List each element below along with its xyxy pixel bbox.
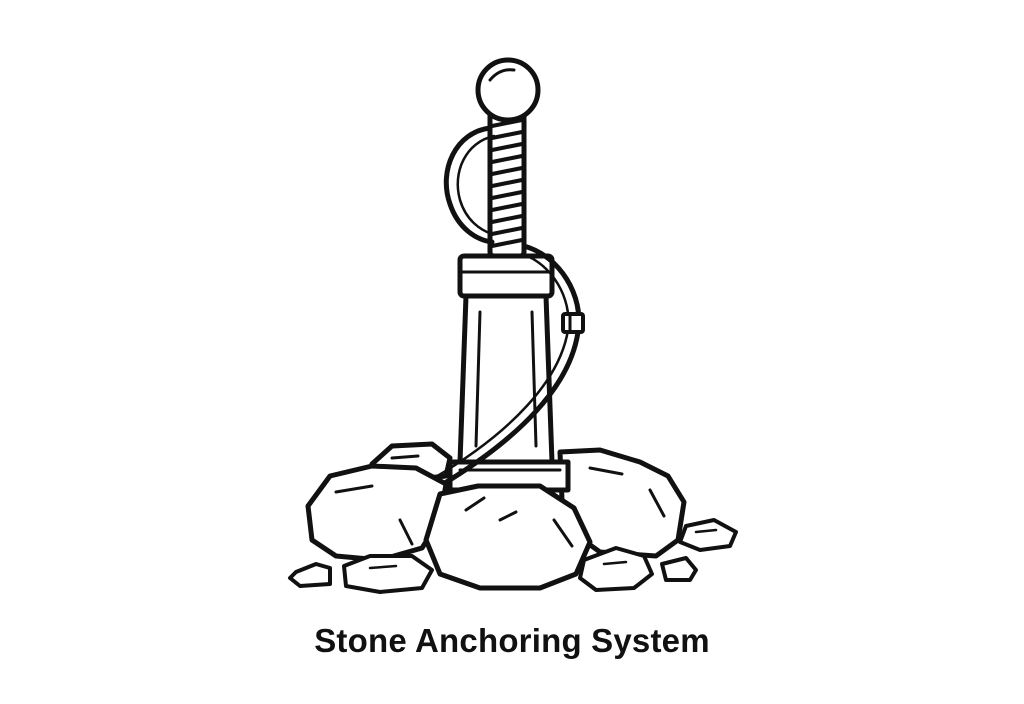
rock-front-left [305,463,449,563]
pebble-left [288,562,332,588]
cable-wire [432,243,582,489]
rock-front-center [423,483,593,591]
diagram-caption: Stone Anchoring System [314,622,710,659]
cable-clamp [561,312,585,334]
pebble-left-mid [342,554,434,594]
top-knob [475,57,541,123]
pebble-far-right [678,518,738,552]
threaded-rod [487,107,527,259]
cable-loop [443,125,496,245]
pebble-right-mid [578,546,654,592]
pebble-right [660,556,698,582]
